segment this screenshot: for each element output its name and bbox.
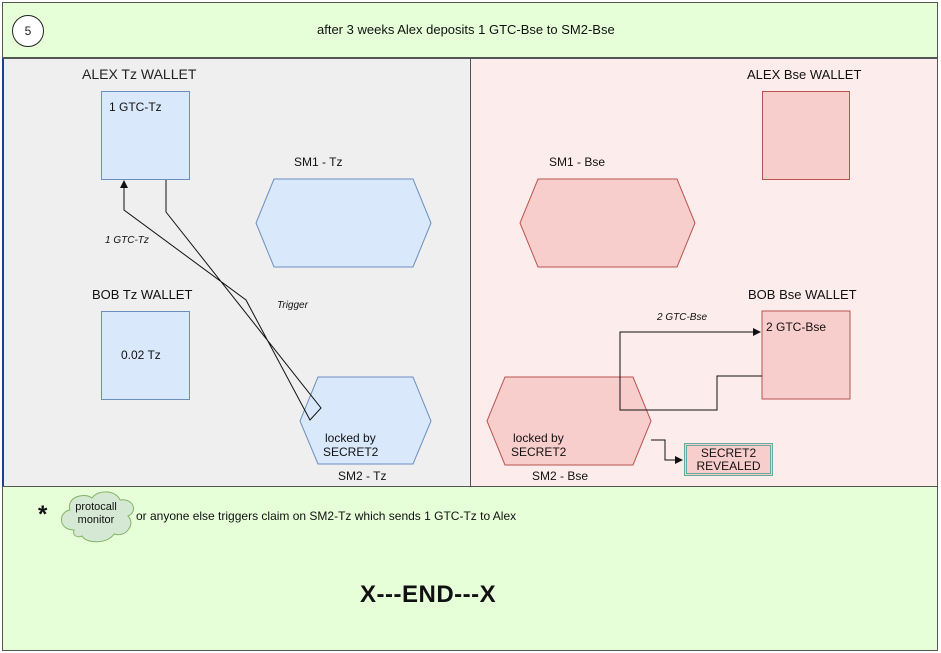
- sm1-bse-hexagon: [519, 178, 696, 268]
- bob-bse-wallet-box: [761, 310, 851, 400]
- arrow-label-1-gtc-tz: 1 GTC-Tz: [105, 235, 149, 246]
- bse-transfer-connector: [619, 328, 762, 411]
- bob-bse-wallet-title: BOB Bse WALLET: [748, 287, 857, 302]
- protocall-monitor-label: protocall monitor: [71, 501, 121, 527]
- sm2-bse-locked-line1: locked by: [513, 431, 564, 445]
- step-number-circle: 5: [12, 15, 44, 47]
- sm2-bse-hexagon: [486, 376, 652, 466]
- alex-tz-wallet-value: 1 GTC-Tz: [109, 100, 162, 114]
- trigger-connector: [120, 180, 322, 421]
- footer-note: or anyone else triggers claim on SM2-Tz …: [136, 509, 517, 523]
- alex-tz-wallet-title: ALEX Tz WALLET: [82, 66, 197, 82]
- secret-revealed-line1: SECRET2: [700, 445, 757, 460]
- arrow-label-trigger: Trigger: [277, 300, 308, 311]
- protocall-monitor-cloud: [61, 491, 135, 543]
- sm2-tz-hexagon: [299, 376, 432, 465]
- bob-tz-wallet-title: BOB Tz WALLET: [92, 287, 193, 302]
- alex-bse-wallet-title: ALEX Bse WALLET: [747, 67, 862, 82]
- cloud-label-line2: monitor: [77, 514, 115, 526]
- secret-revealed-line2: REVEALED: [696, 458, 761, 473]
- bob-tz-wallet-box: 0.02 Tz: [101, 311, 190, 400]
- alex-bse-wallet-box: [762, 91, 850, 180]
- sm2-bse-label: SM2 - Bse: [532, 469, 589, 483]
- step-description: after 3 weeks Alex deposits 1 GTC-Bse to…: [317, 22, 615, 37]
- sm2-tz-locked-line2: SECRET2: [323, 445, 379, 459]
- sm1-bse-label: SM1 - Bse: [549, 155, 606, 169]
- sm1-tz-label: SM1 - Tz: [294, 155, 343, 169]
- header-bar: [2, 2, 938, 58]
- asterisk-icon: *: [38, 501, 48, 528]
- alex-tz-wallet-box: 1 GTC-Tz: [101, 91, 190, 180]
- secret2-revealed-box: SECRET2 REVEALED: [684, 443, 773, 476]
- sm2-tz-label: SM2 - Tz: [338, 469, 387, 483]
- bob-bse-wallet-value: 2 GTC-Bse: [766, 320, 827, 334]
- bob-tz-wallet-value: 0.02 Tz: [121, 348, 161, 362]
- sm2-tz-locked-line1: locked by: [325, 431, 376, 445]
- step-number: 5: [24, 24, 32, 38]
- sm2-bse-locked-line2: SECRET2: [511, 445, 567, 459]
- footer-panel: [2, 486, 938, 651]
- end-text: X---END---X: [360, 581, 497, 608]
- secret-reveal-connector: [651, 439, 683, 464]
- cloud-label-line1: protocall: [75, 501, 117, 513]
- arrow-label-2-gtc-bse: 2 GTC-Bse: [657, 312, 708, 323]
- sm1-tz-hexagon: [255, 178, 432, 268]
